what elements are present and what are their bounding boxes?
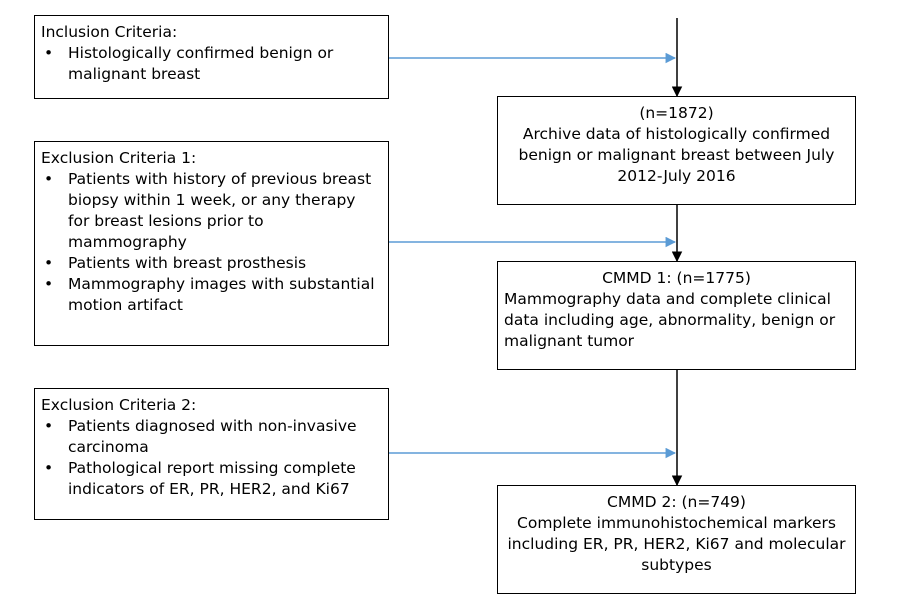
inclusion-item: Histologically confirmed benign or malig… bbox=[41, 43, 380, 85]
cmmd1-title: CMMD 1: (n=1775) bbox=[602, 269, 751, 287]
archive-description: Archive data of histologically confirmed… bbox=[518, 125, 835, 185]
exclusion2-item: Patients diagnosed with non-invasive car… bbox=[41, 416, 380, 458]
exclusion1-item: Patients with breast prosthesis bbox=[41, 253, 380, 274]
cmmd2-description: Complete immunohistochemical markers inc… bbox=[507, 514, 846, 574]
exclusion-criteria-1-box: Exclusion Criteria 1: Patients with hist… bbox=[34, 141, 389, 346]
archive-count: (n=1872) bbox=[639, 104, 714, 122]
exclusion2-list: Patients diagnosed with non-invasive car… bbox=[41, 416, 380, 500]
archive-data-box: (n=1872) Archive data of histologically … bbox=[497, 96, 856, 205]
cmmd2-title: CMMD 2: (n=749) bbox=[607, 493, 746, 511]
exclusion1-heading: Exclusion Criteria 1: bbox=[41, 149, 197, 167]
exclusion1-item: Mammography images with substantial moti… bbox=[41, 274, 380, 316]
exclusion1-item: Patients with history of previous breast… bbox=[41, 169, 380, 253]
exclusion2-heading: Exclusion Criteria 2: bbox=[41, 396, 197, 414]
inclusion-heading: Inclusion Criteria: bbox=[41, 23, 178, 41]
exclusion2-item: Pathological report missing complete ind… bbox=[41, 458, 380, 500]
cmmd1-description: Mammography data and complete clinical d… bbox=[504, 290, 836, 350]
exclusion1-list: Patients with history of previous breast… bbox=[41, 169, 380, 316]
exclusion-criteria-2-box: Exclusion Criteria 2: Patients diagnosed… bbox=[34, 388, 389, 520]
cmmd2-box: CMMD 2: (n=749) Complete immunohistochem… bbox=[497, 485, 856, 594]
inclusion-criteria-box: Inclusion Criteria: Histologically confi… bbox=[34, 15, 389, 99]
inclusion-list: Histologically confirmed benign or malig… bbox=[41, 43, 380, 85]
cmmd1-box: CMMD 1: (n=1775) Mammography data and co… bbox=[497, 261, 856, 370]
